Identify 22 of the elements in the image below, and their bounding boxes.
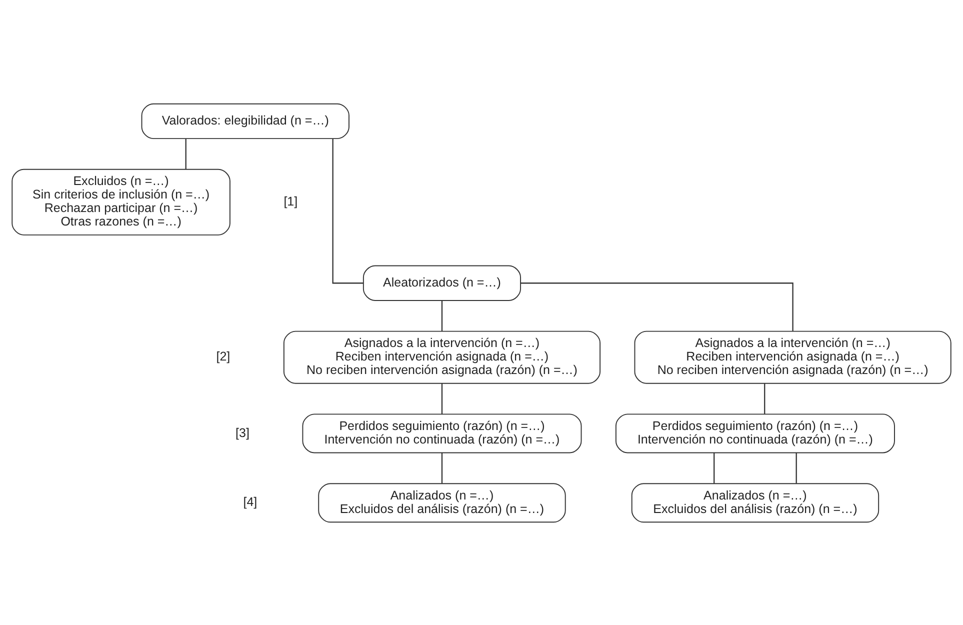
connector: [796, 452, 797, 483]
label: [2]: [216, 349, 230, 364]
label: [1]: [284, 194, 298, 208]
node-box: Valorados: elegibilidad (n =…): [141, 102, 350, 139]
node-box: Asignados a la intervención (n =…) Reciben intervención asignada (n =…) No reciben intervención asignada (razón) (n =…): [283, 330, 601, 384]
connector: [441, 383, 443, 414]
connector: [714, 452, 715, 483]
connector: [764, 383, 766, 414]
connector: [332, 138, 364, 284]
node-box: Analizados (n =…) Excluidos del análisis (razón) (n =…): [631, 482, 880, 522]
connector: [185, 138, 186, 169]
connector: [441, 452, 443, 483]
node-box: Analizados (n =…) Excluidos del análisis (razón) (n =…): [318, 482, 566, 522]
node-box: Aleatorizados (n =…): [362, 264, 522, 300]
connector: [520, 282, 794, 330]
label: [4]: [243, 494, 258, 509]
node-box: Asignados a la intervención (n =…) Reciben intervención asignada (n =…) No reciben intervención asignada (razón) (n =…): [634, 330, 952, 384]
node-box: Perdidos seguimiento (razón) (n =…) Intervención no continuada (razón) (n =…): [302, 413, 582, 453]
connector: [441, 300, 443, 331]
node-box: Perdidos seguimiento (razón) (n =…) Intervención no continuada (razón) (n =…): [615, 413, 895, 453]
node-box: Excluidos (n =…) Sin criterios de inclusión (n =…) Rechazan participar (n =…) Otras razones (n =…): [12, 168, 230, 235]
label: [3]: [236, 425, 250, 440]
